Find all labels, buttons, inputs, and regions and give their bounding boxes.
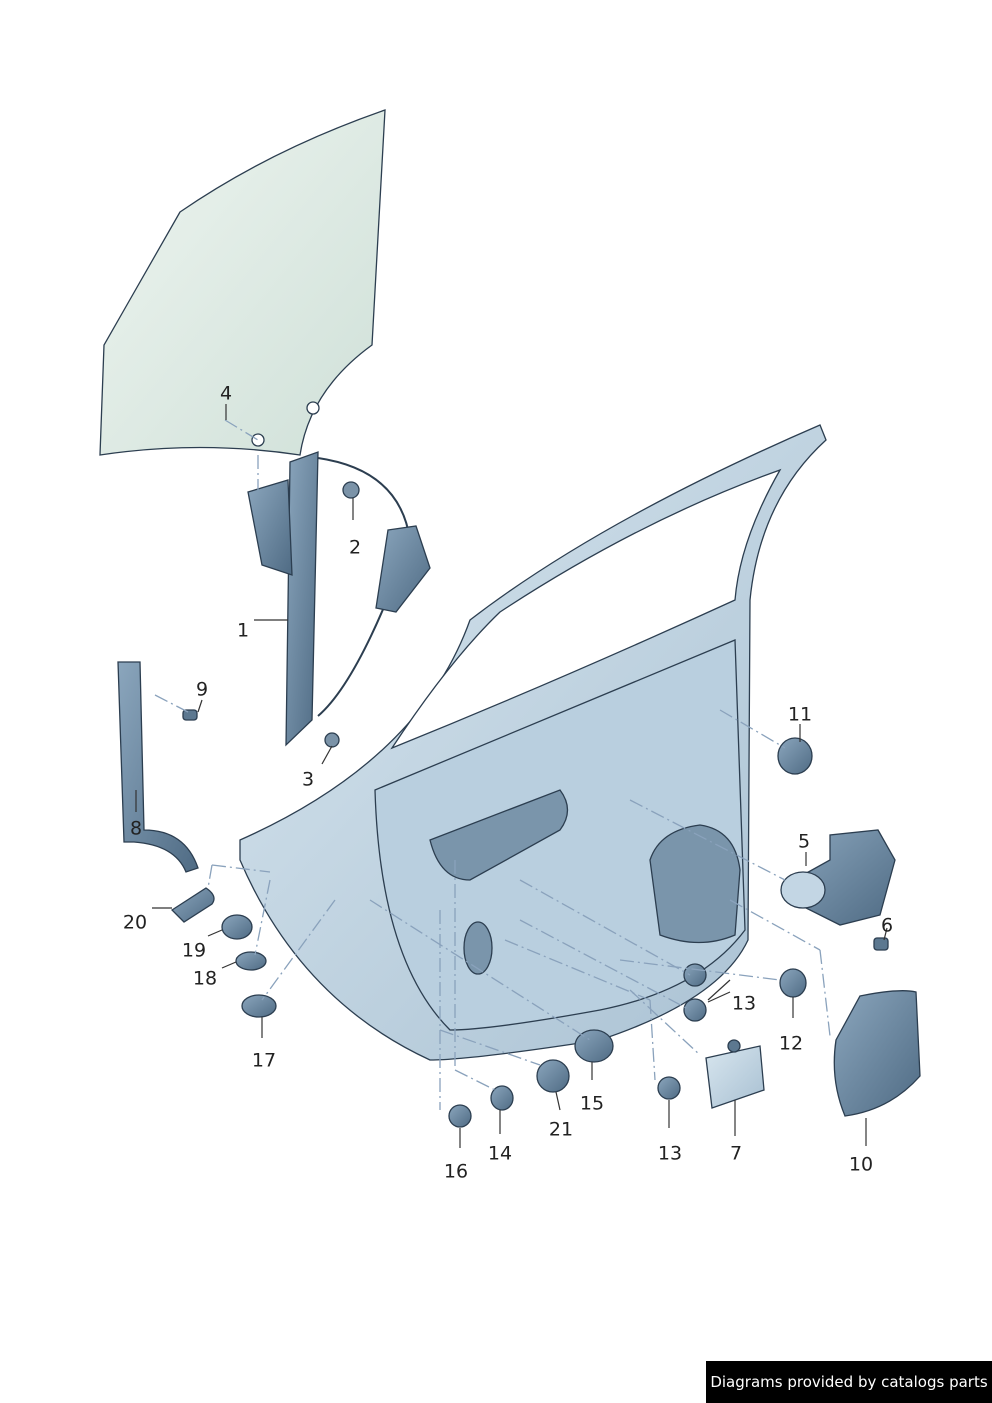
- alignment-line: [719, 709, 786, 749]
- control-unit: [705, 1045, 765, 1109]
- alignment-line: [369, 899, 591, 1041]
- callout-8: 8: [129, 817, 143, 840]
- callout-12: 12: [778, 1032, 804, 1055]
- alignment-line: [729, 899, 821, 951]
- alignment-line: [254, 879, 271, 956]
- leader-line: [555, 1091, 561, 1111]
- plug-13-lower: [657, 1076, 681, 1100]
- alignment-line: [439, 1029, 541, 1066]
- motor-body: [780, 871, 826, 909]
- regulator-nut-2: [342, 481, 360, 499]
- alignment-line: [819, 949, 831, 1037]
- callout-18: 18: [192, 967, 218, 990]
- alignment-line: [619, 959, 781, 981]
- callout-6: 6: [880, 914, 894, 937]
- plug-14: [490, 1085, 514, 1111]
- callout-3: 3: [301, 768, 315, 791]
- alignment-line: [629, 799, 786, 881]
- control-unit-connector: [727, 1039, 741, 1053]
- callout-14: 14: [487, 1142, 513, 1165]
- plug-11: [777, 737, 813, 775]
- leader-line: [321, 745, 333, 765]
- door-access-opening: [429, 789, 569, 881]
- callout-17: 17: [251, 1049, 277, 1072]
- callout-10: 10: [848, 1153, 874, 1176]
- plug-12: [779, 968, 807, 998]
- callout-13-upper: 13: [731, 992, 757, 1015]
- screw-9: [182, 709, 198, 721]
- window-regulator-rail: [285, 451, 319, 747]
- regulator-nut-3: [324, 732, 340, 748]
- alignment-line: [154, 694, 189, 713]
- leader-line: [207, 929, 223, 937]
- alignment-line: [454, 1069, 496, 1091]
- callout-11: 11: [787, 703, 813, 726]
- plug-15: [574, 1029, 614, 1063]
- callout-2: 2: [348, 536, 362, 559]
- door-window-opening: [390, 468, 782, 750]
- alignment-line: [504, 939, 651, 1001]
- credit-banner: Diagrams provided by catalogs parts: [706, 1361, 992, 1403]
- leader-line: [883, 927, 888, 941]
- alignment-line: [261, 899, 336, 1001]
- window-regulator-drum: [375, 525, 431, 613]
- leader-line: [197, 699, 203, 713]
- glass-hole: [251, 433, 265, 447]
- sealing-cover: [833, 990, 921, 1117]
- alignment-line: [224, 419, 259, 441]
- leader-line: [707, 991, 731, 1003]
- callout-9: 9: [195, 678, 209, 701]
- glass-hole: [306, 401, 320, 415]
- alignment-line: [519, 879, 691, 976]
- alignment-line: [211, 864, 271, 873]
- callout-5: 5: [797, 830, 811, 853]
- door-speaker-opening: [649, 824, 741, 944]
- callout-21: 21: [548, 1118, 574, 1141]
- alignment-line: [207, 864, 213, 889]
- callout-7: 7: [729, 1142, 743, 1165]
- alignment-line: [519, 919, 691, 1011]
- alignment-line: [649, 999, 656, 1081]
- callout-19: 19: [181, 939, 207, 962]
- guide-rail: [117, 661, 199, 873]
- door-small-opening: [463, 921, 493, 975]
- plug-20: [170, 887, 215, 923]
- leader-line: [221, 961, 237, 969]
- plug-13-upper: [683, 963, 707, 987]
- plug-18: [235, 951, 267, 971]
- callout-13-lower: 13: [657, 1142, 683, 1165]
- window-glass: [99, 109, 386, 456]
- plug-19: [221, 914, 253, 940]
- speaker-21: [536, 1059, 570, 1093]
- callout-15: 15: [579, 1092, 605, 1115]
- window-regulator-bracket: [247, 479, 293, 576]
- callout-1: 1: [236, 619, 250, 642]
- plug-17: [241, 994, 277, 1018]
- screw-6: [873, 937, 889, 951]
- leader-line: [707, 979, 731, 1001]
- plug-16: [448, 1104, 472, 1128]
- callout-4: 4: [219, 382, 233, 405]
- alignment-line: [629, 989, 701, 1056]
- callout-16: 16: [443, 1160, 469, 1183]
- plug-13-middle: [683, 998, 707, 1022]
- callout-20: 20: [122, 911, 148, 934]
